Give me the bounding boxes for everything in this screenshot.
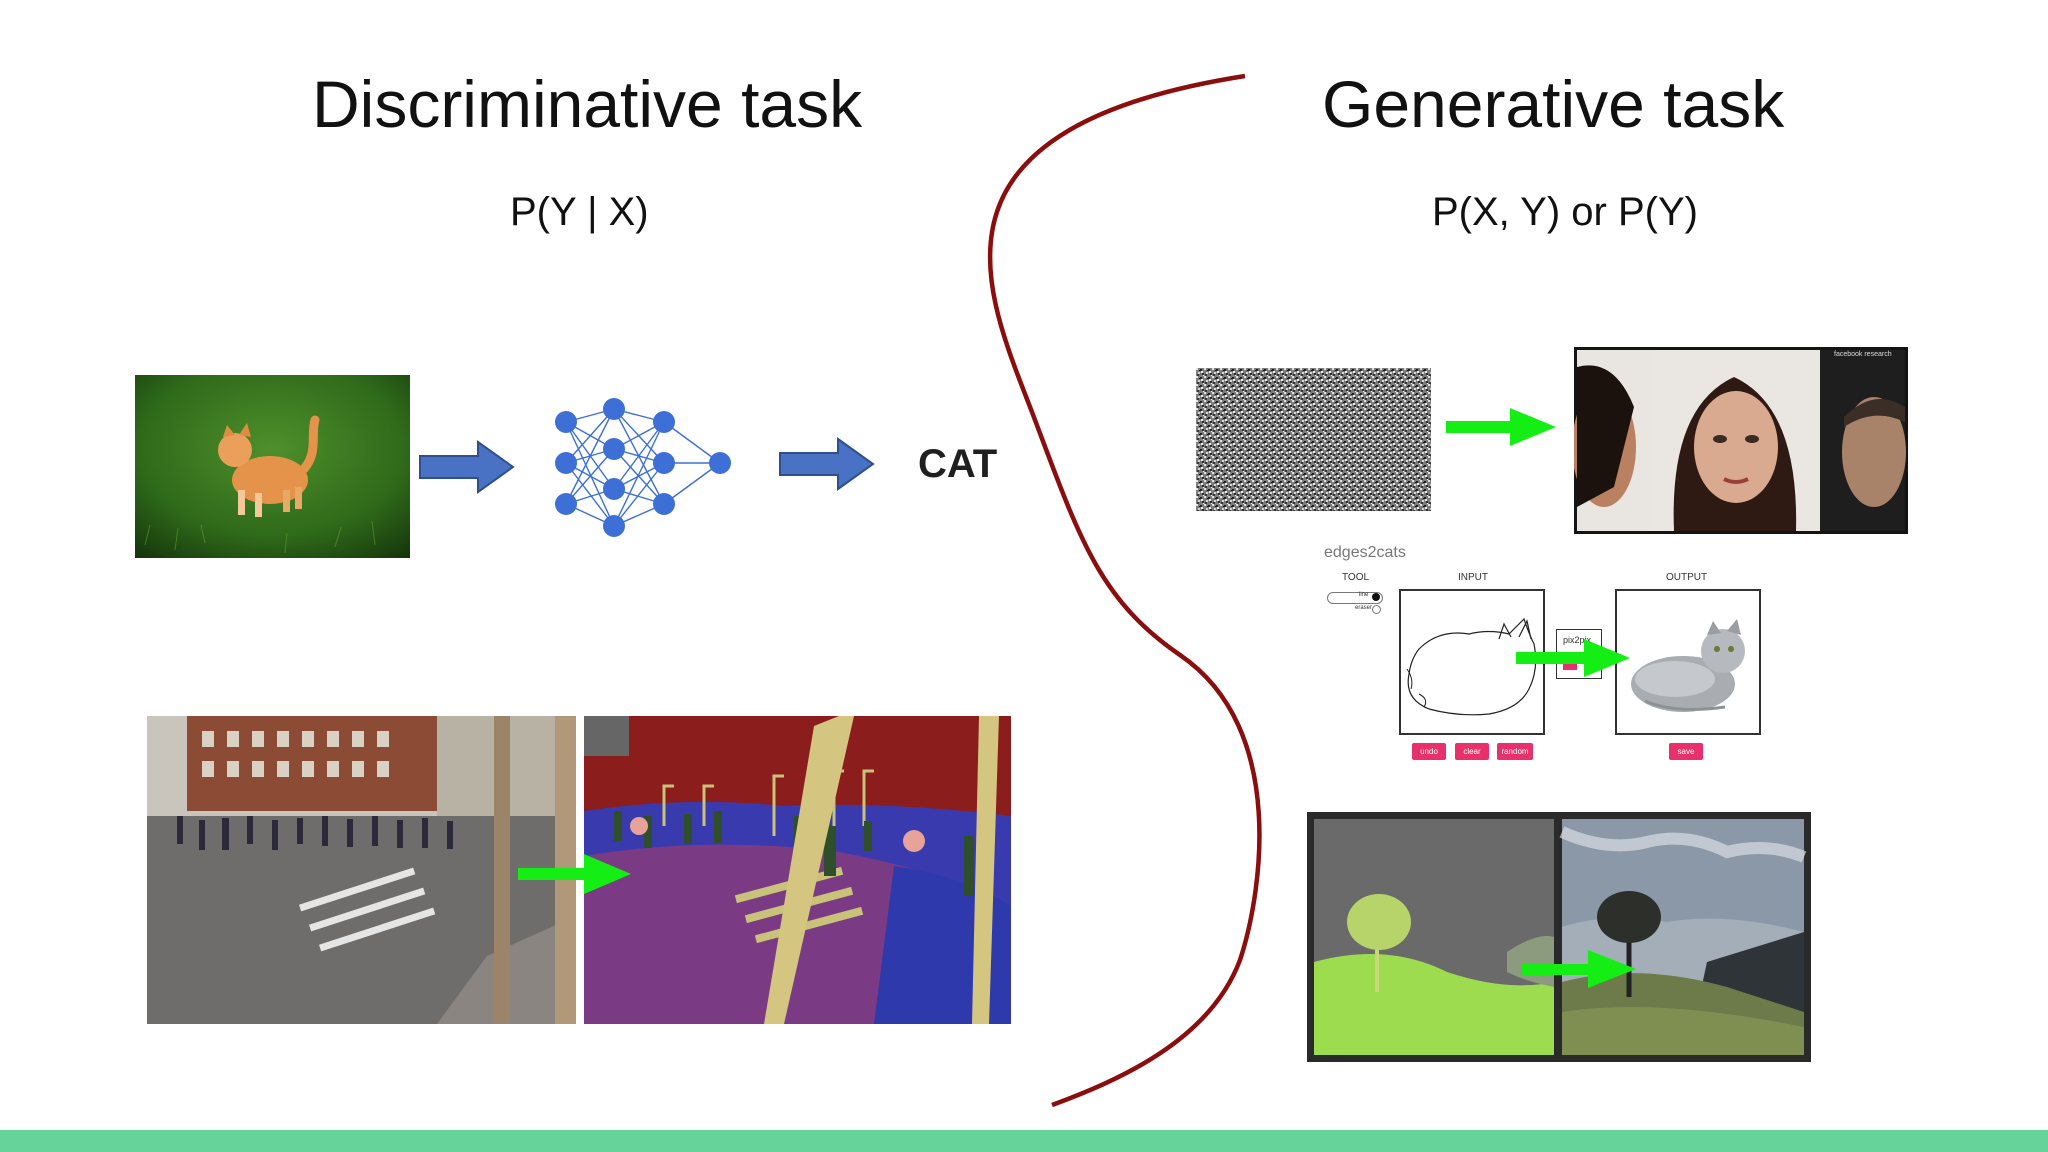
discriminative-title: Discriminative task	[312, 67, 863, 141]
green-arrow-landscape	[1522, 950, 1636, 988]
blue-arrow-1	[419, 440, 515, 494]
segmentation-map	[584, 716, 1011, 1024]
green-arrow-edges2cats	[1516, 639, 1630, 677]
street-scene-photo	[147, 716, 576, 1024]
bottom-accent-bar	[0, 1130, 2048, 1152]
noise-image	[1196, 368, 1431, 511]
faces-watermark: facebook research	[1834, 351, 1892, 358]
generative-formula: P(X, Y) or P(Y)	[1432, 190, 1698, 234]
edges2cats-tool-selector[interactable]: line eraser	[1327, 590, 1383, 618]
cat-photo	[135, 375, 410, 558]
process-button[interactable]	[1563, 660, 1577, 670]
tool-line-radio[interactable]	[1372, 593, 1380, 601]
pix2pix-label: pix2pix	[1563, 635, 1592, 645]
clear-button[interactable]: clear	[1455, 743, 1489, 760]
generated-faces-image	[1574, 347, 1908, 534]
edges2cats-title: edges2cats	[1324, 544, 1406, 561]
neural-network	[555, 398, 731, 537]
edges2cats-output-label: OUTPUT	[1666, 572, 1708, 583]
discriminative-formula: P(Y | X)	[510, 190, 649, 234]
blue-arrow-2	[779, 437, 875, 491]
random-button[interactable]: random	[1497, 743, 1533, 760]
cat-output-label: CAT	[918, 442, 998, 486]
undo-button[interactable]: undo	[1412, 743, 1446, 760]
tool-eraser-radio[interactable]	[1372, 605, 1381, 614]
edges2cats-output-canvas	[1615, 589, 1761, 735]
green-arrow-segmentation	[518, 854, 631, 894]
save-button[interactable]: save	[1669, 743, 1703, 760]
tool-eraser-label: eraser	[1355, 605, 1373, 611]
edges2cats-input-label: INPUT	[1458, 572, 1488, 583]
green-arrow-faces	[1446, 408, 1556, 446]
landscape-synthesis-image	[1307, 812, 1811, 1062]
edges2cats-tool-label: TOOL	[1342, 572, 1370, 583]
generative-title: Generative task	[1322, 67, 1785, 141]
tool-line-label: line	[1359, 592, 1369, 598]
